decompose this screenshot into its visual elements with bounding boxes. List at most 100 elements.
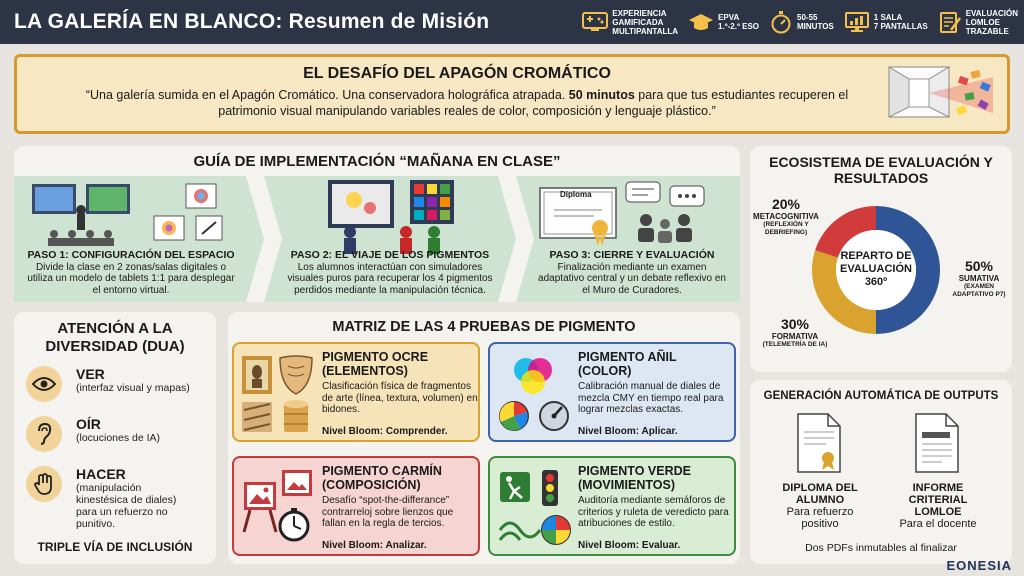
segment-form-pct: 30% [780,316,810,332]
art-fragments-icon [242,355,313,432]
step-3: PASO 3: CIERRE Y EVALUACIÓN Finalización… [534,249,730,296]
ear-icon [26,416,62,452]
pigment-anil-title: PIGMENTO AÑIL (COLOR) [578,350,677,378]
traffic-light-roulette-icon [498,470,571,545]
outputs-footer: Dos PDFs inmutables al finalizar [805,542,957,554]
dua-footer: TRIPLE VÍA DE INCLUSIÓN [37,540,193,554]
dua-oir-title: OÍR [76,416,101,432]
checklist-icon [939,12,961,33]
dua-hacer-text: (manipulación kinestésica de diales) par… [76,482,177,530]
hero-banner: EL DESAFÍO DEL APAGÓN CROMÁTICO “Una gal… [14,54,1010,134]
badge-evaluacion-text: EVALUACIÓN LOMLOE TRAZABLE [965,8,1018,36]
output-informe: INFORME CRITERIAL LOMLOE Para el docente [890,482,986,530]
step-1-text: Divide la clase en 2 zonas/salas digital… [27,261,235,296]
badge-epva: EPVA 1.º-2.º ESO [688,11,759,33]
dua-item-oir: OÍR(locuciones de IA) [26,416,160,452]
outputs-panel: GENERACIÓN AUTOMÁTICA DE OUTPUTS DIPLOMA… [750,380,1012,564]
badge-minutos: 50-55 MINUTOS [769,10,834,34]
page-title: LA GALERÍA EN BLANCO: Resumen de Misión [14,10,490,33]
badge-minutos-text: 50-55 MINUTOS [797,13,834,31]
segment-form-detail: (TELEMETRÍA DE IA) [762,341,828,348]
brand-logo: EONESIA [946,558,1012,573]
pigment-matrix: MATRIZ DE LAS 4 PRUEBAS DE PIGMENTO PIGM… [228,312,740,564]
step-1-title: PASO 1: CONFIGURACIÓN DEL ESPACIO [27,249,235,261]
segment-sum-name: SUMATIVA [958,274,1000,283]
evaluation-donut [812,206,940,334]
report-document-icon [915,413,959,473]
dua-title: ATENCIÓN A LA DIVERSIDAD (DUA) [45,320,185,355]
step-2-text: Los alumnos interactúan con simuladores … [287,261,493,296]
hero-text-bold: 50 minutos [568,88,635,102]
badge-experiencia-text: Experiencia Gamificada Multipantalla [612,8,679,36]
gamepad-icon [582,12,609,31]
hero-text-start: “Una galería sumida en el Apagón Cromáti… [85,88,569,102]
pigment-ocre-bloom: Nivel Bloom: Comprender. [322,426,448,437]
badge-sala: 1 SALA 7 PANTALLAS [844,11,928,33]
segment-sum-detail: (EXAMEN ADAPTATIVO P7) [952,283,1006,298]
stopwatch-icon [771,11,791,34]
matrix-title: MATRIZ DE LAS 4 PRUEBAS DE PIGMENTO [332,319,636,335]
hero-text-end: para que tus estudiantes recuperen el pa… [218,88,849,118]
dua-ver-title: VER [76,366,105,382]
dua-item-ver: VER(interfaz visual y mapas) [26,366,190,402]
step-1: PASO 1: CONFIGURACIÓN DEL ESPACIO Divide… [24,249,238,296]
pigment-carmin-bloom: Nivel Bloom: Analizar. [322,540,427,551]
badge-evaluacion: EVALUACIÓN LOMLOE TRAZABLE [938,9,1018,36]
output-informe-title: INFORME CRITERIAL LOMLOE [908,482,968,518]
evaluation-ecosystem: ECOSISTEMA DE EVALUACIÓN Y RESULTADOS RE… [750,146,1012,372]
dua-oir-text: (locuciones de IA) [76,432,161,444]
step-3-title: PASO 3: CIERRE Y EVALUACIÓN [549,249,715,261]
output-diploma-title: DIPLOMA DEL ALUMNO [782,482,858,506]
canvas-timer-icon [242,470,312,542]
header-badges: Experiencia Gamificada Multipantalla EPV… [572,4,1018,40]
monitor-icon [844,12,869,32]
donut-segment-sumativa [875,206,940,334]
pigment-card-anil: PIGMENTO AÑIL (COLOR) Calibración manual… [488,342,736,442]
hero-title: EL DESAFÍO DEL APAGÓN CROMÁTICO [303,65,611,82]
pigment-card-ocre: PIGMENTO OCRE (ELEMENTOS) Clasificación … [232,342,480,442]
segment-meta: 20% METACOGNITIVA (REFLEXIÓN Y DEBRIEFIN… [750,196,822,237]
segment-meta-detail: (REFLEXIÓN Y DEBRIEFING) [763,221,809,236]
steps-background [14,176,740,302]
pigment-verde-desc: Auditoría mediante semáforos de criterio… [578,495,729,529]
dua-ver-text: (interfaz visual y mapas) [76,382,190,394]
segment-meta-pct: 20% [771,196,801,212]
pigment-ocre-desc: Clasificación física de fragmentos de ar… [322,381,478,415]
classroom-icon [32,183,223,246]
donut-segments [812,206,940,334]
outputs-title: GENERACIÓN AUTOMÁTICA DE OUTPUTS [763,390,999,402]
badge-experiencia: Experiencia Gamificada Multipantalla [582,9,678,36]
hand-icon [26,466,62,502]
output-informe-text: Para el docente [899,518,977,530]
gallery-prism-icon [888,66,993,118]
badge-epva-text: EPVA 1.º-2.º ESO [718,13,760,31]
dua-panel: ATENCIÓN A LA DIVERSIDAD (DUA) VER(inter… [14,312,216,564]
pigment-card-verde: PIGMENTO VERDE (MOVIMIENTOS) Auditoría m… [488,456,736,556]
segment-form: 30% FORMATIVA (TELEMETRÍA DE IA) [754,316,836,349]
cmy-dials-icon [499,358,569,431]
pigment-anil-desc: Calibración manual de diales de mezcla C… [578,381,724,415]
step-2: PASO 2: EL VIAJE DE LOS PIGMENTOS Los al… [280,249,500,296]
header-bar: LA GALERÍA EN BLANCO: Resumen de Misión … [0,0,1024,44]
segment-form-name: FORMATIVA [771,332,819,341]
graduation-cap-icon [689,14,714,30]
pigment-carmin-title: PIGMENTO CARMÍN (COMPOSICIÓN) [322,464,442,492]
badge-sala-text: 1 SALA 7 PANTALLAS [873,13,928,31]
pigment-ocre-title: PIGMENTO OCRE (ELEMENTOS) [322,350,429,378]
pigment-verde-bloom: Nivel Bloom: Evaluar. [578,540,681,551]
dua-item-hacer: HACER(manipulación kinestésica de diales… [26,466,196,530]
step-3-text: Finalización mediante un examen adaptati… [538,261,726,296]
pigment-card-carmin: PIGMENTO CARMÍN (COMPOSICIÓN) Desafío “s… [232,456,480,556]
eye-icon [26,366,62,402]
output-diploma: DIPLOMA DEL ALUMNO Para refuerzo positiv… [772,482,868,530]
pigment-verde-title: PIGMENTO VERDE (MOVIMIENTOS) [578,464,691,492]
pigment-anil-bloom: Nivel Bloom: Aplicar. [578,426,678,437]
segment-sum: 50% SUMATIVA (EXAMEN ADAPTATIVO P7) [948,258,1010,299]
donut-segment-metacognitiva [815,206,877,259]
donut-center-label: REPARTO DE EVALUACIÓN 360º [840,250,912,288]
donut-segment-formativa [812,250,877,334]
segment-meta-name: METACOGNITIVA [753,212,819,221]
output-diploma-text: Para refuerzo positivo [786,506,854,530]
implementation-title: GUÍA DE IMPLEMENTACIÓN “MAÑANA EN CLASE” [193,153,561,170]
diploma-debate-icon [539,181,705,246]
